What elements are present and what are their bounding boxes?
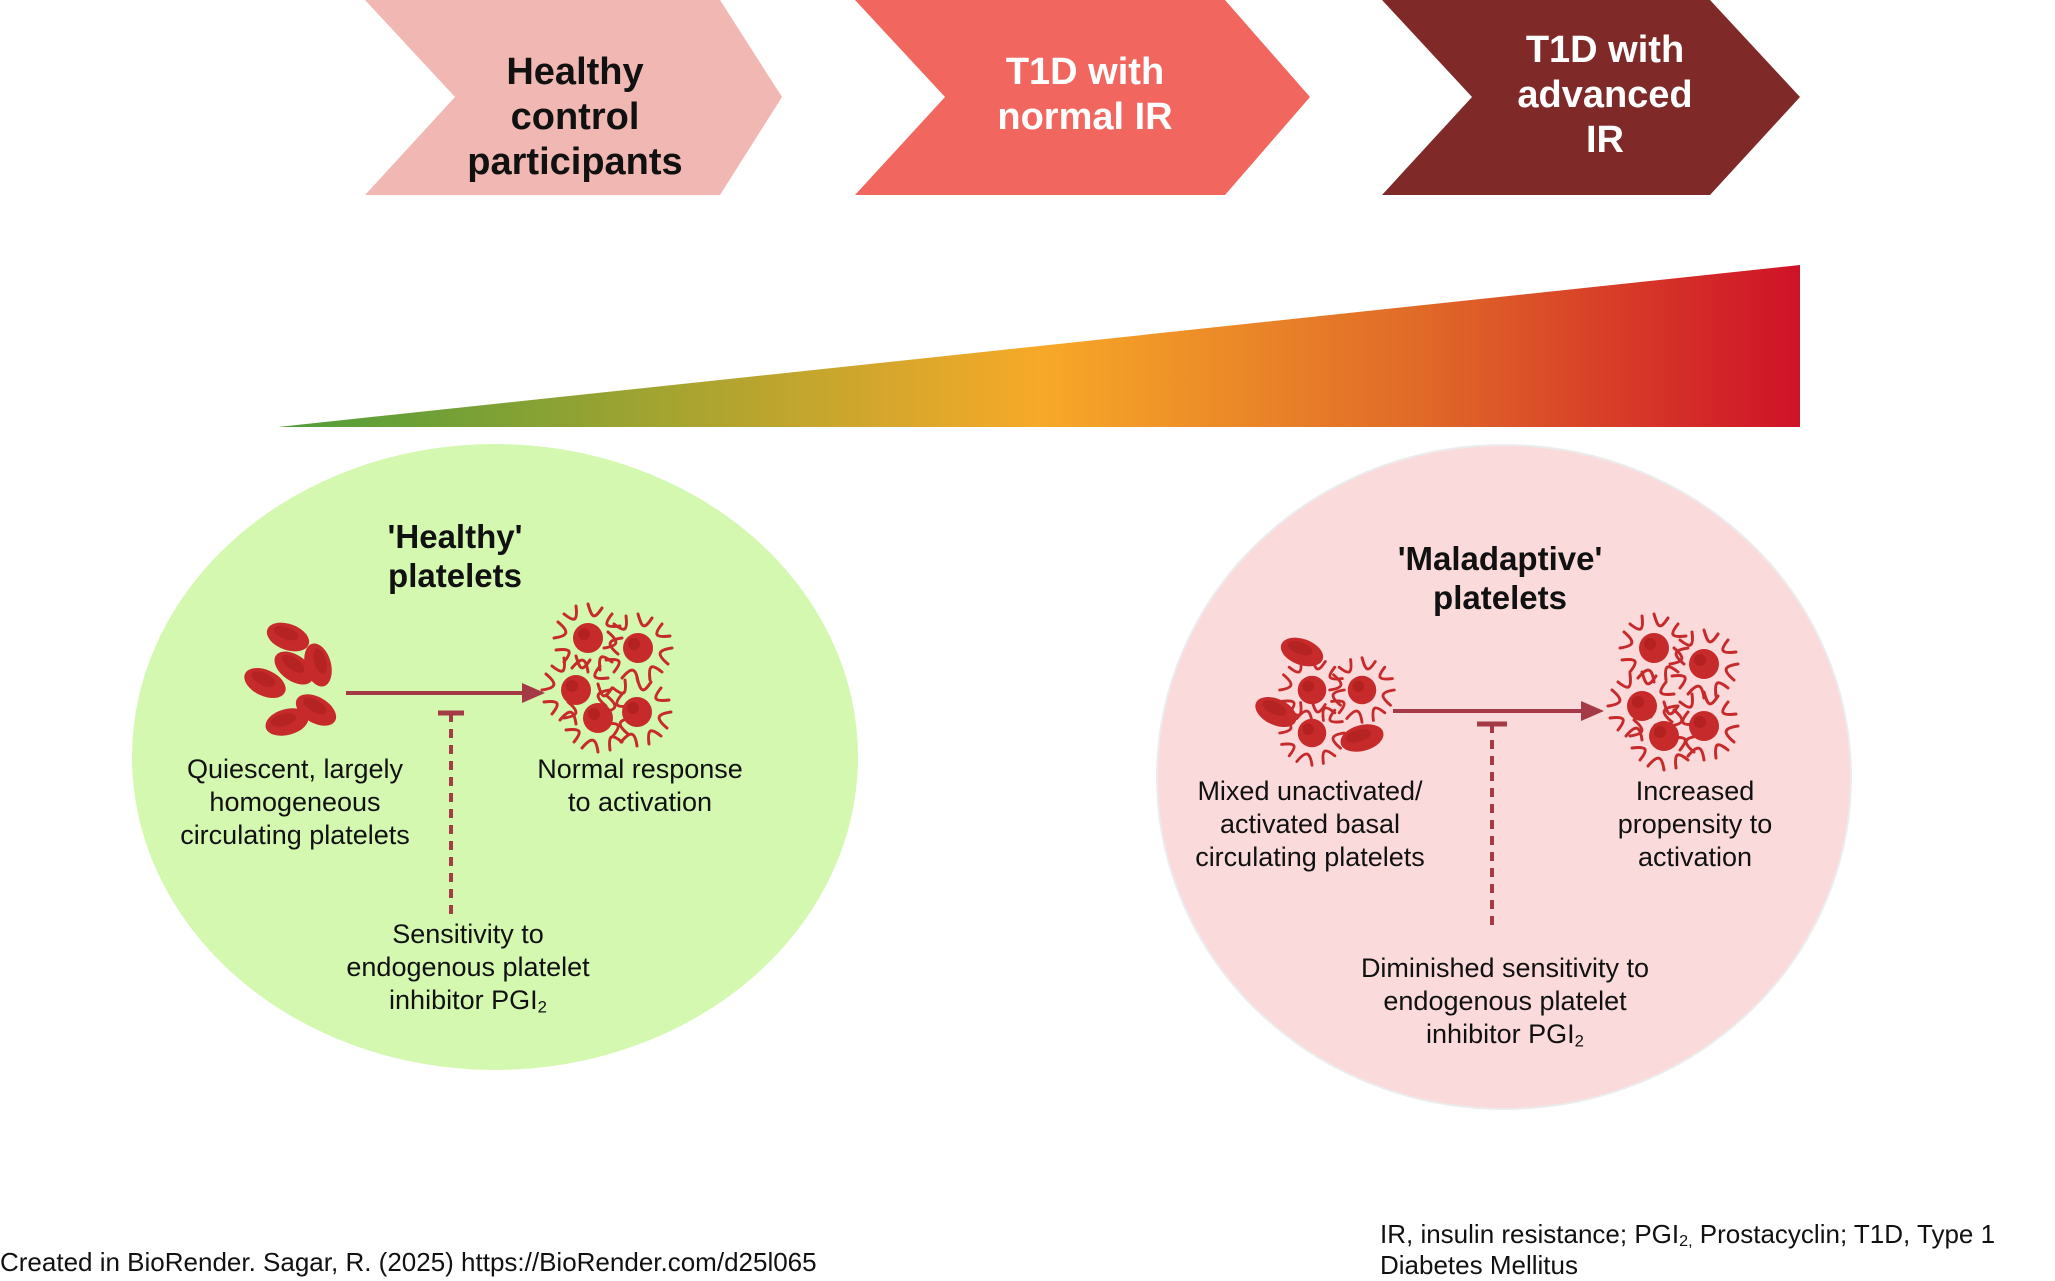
caption-line: Quiescent, largely [186, 754, 404, 784]
caption-line: propensity to [1617, 808, 1773, 839]
diminished-pgi2-caption: Diminished sensitivity to endogenous pla… [1325, 952, 1685, 1051]
biorender-credit: Created in BioRender. Sagar, R. (2025) h… [0, 1247, 817, 1277]
maladaptive-activation-arrow [1393, 701, 1604, 721]
caption-line: activation [1637, 841, 1753, 872]
caption-line: circulating platelets [180, 819, 410, 850]
mixed-platelets-caption: Mixed unactivated/ activated basal circu… [1160, 775, 1460, 874]
maladaptive-platelets-title: 'Maladaptive' platelets [1350, 540, 1650, 618]
stage-label-line: normal IR [997, 95, 1173, 138]
normal-response-caption: Normal response to activation [510, 753, 770, 819]
pgi2-sensitivity-caption: Sensitivity to endogenous platelet inhib… [318, 918, 618, 1017]
stage-label-line: T1D with [1005, 51, 1165, 93]
stage-chevron-healthy [365, 0, 782, 195]
caption-line: circulating platelets [1195, 841, 1425, 872]
quiescent-caption: Quiescent, largely homogeneous circulati… [150, 753, 440, 852]
stage-chevron-t1d-advanced-ir [1382, 0, 1800, 195]
caption-line: endogenous platelet [346, 951, 590, 982]
caption-line: Sensitivity to [392, 919, 544, 949]
caption-line: inhibitor PGI2 [1426, 1018, 1584, 1051]
legend-line: Diabetes Mellitus [1380, 1250, 1578, 1281]
stage-label-t1d-normal-ir: T1D with normal IR [950, 50, 1220, 140]
caption-line: Diminished sensitivity to [1360, 953, 1650, 983]
stage-label-healthy: Healthy control participants [440, 50, 710, 184]
risk-gradient-wedge [278, 265, 1800, 427]
caption-line: endogenous platelet [1383, 985, 1627, 1016]
activation-arrow [346, 683, 545, 703]
caption-line: inhibitor PGI2 [389, 984, 547, 1017]
healthy-platelets-circle [132, 444, 858, 1070]
stage-label-line: Healthy [506, 51, 644, 93]
caption-line: to activation [567, 786, 713, 817]
increased-propensity-caption: Increased propensity to activation [1575, 775, 1815, 874]
stage-label-line: T1D with [1525, 29, 1685, 71]
maladaptive-inhibition-line [1477, 721, 1507, 930]
inhibition-line [438, 710, 464, 920]
healthy-platelets-title: 'Healthy' platelets [330, 518, 580, 596]
caption-line: homogeneous [209, 786, 381, 817]
legend-line: IR, insulin resistance; PGI2, Prostacycl… [1380, 1219, 1996, 1251]
caption-line: Normal response [537, 754, 743, 784]
abbreviation-legend: IR, insulin resistance; PGI2, Prostacycl… [1380, 1219, 2052, 1281]
stage-label-line: control [510, 95, 640, 138]
caption-line: Mixed unactivated/ [1197, 776, 1423, 806]
title-line: 'Healthy' [387, 518, 523, 555]
stage-label-t1d-advanced-ir: T1D with advanced IR [1475, 28, 1735, 162]
stage-chevron-t1d-normal-ir [855, 0, 1310, 195]
caption-line: Increased [1635, 776, 1755, 806]
maladaptive-platelets-circle [1156, 444, 1852, 1110]
title-line: platelets [1433, 578, 1567, 616]
caption-line: activated basal [1219, 808, 1401, 839]
title-line: platelets [388, 556, 522, 594]
stage-label-line: participants [467, 140, 683, 183]
stage-label-line: advanced [1517, 73, 1693, 116]
stage-label-line: IR [1586, 118, 1624, 161]
title-line: 'Maladaptive' [1397, 540, 1603, 577]
